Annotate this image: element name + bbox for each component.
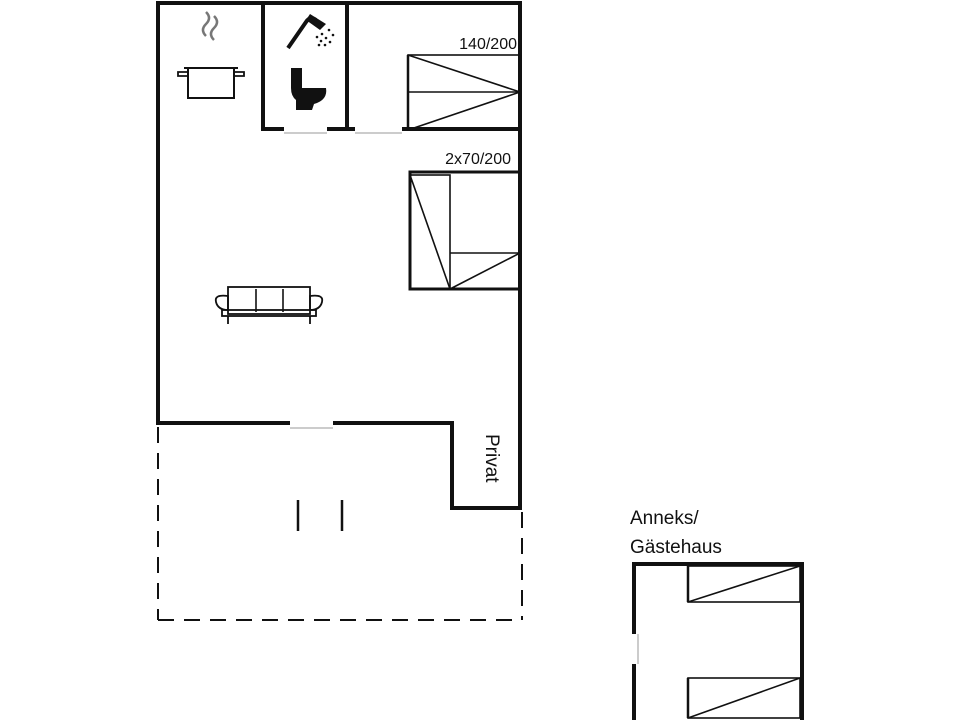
sofa-arm-left [214, 294, 229, 311]
cooking-pot-icon [177, 11, 245, 99]
pot-handle-left [177, 71, 188, 77]
twin-beds-outline [408, 170, 522, 291]
pot-body [187, 67, 235, 99]
annex: Anneks/ Gästehaus [630, 508, 804, 720]
twin-bed-single [409, 174, 451, 290]
annex-bed-top [686, 565, 801, 603]
bathroom [261, 1, 522, 134]
toilet-tank [291, 68, 302, 88]
double-bed: 140/200 [406, 36, 521, 131]
shower-head [306, 14, 326, 30]
twin-beds-size-label: 2x70/200 [445, 151, 511, 168]
sofa-seat [221, 309, 317, 317]
private-label: Privat [481, 434, 502, 483]
annex-bed-bottom-fold [687, 677, 801, 719]
sofa-arm-right [309, 294, 324, 311]
sofa-icon [214, 286, 324, 324]
shower-water [315, 28, 335, 47]
pot-handle-right [234, 71, 245, 77]
annex-label-line1: Anneks/ [630, 508, 699, 529]
twin-beds: 2x70/200 [408, 151, 522, 291]
terrace [157, 427, 523, 621]
double-bed-fold-top [407, 54, 521, 93]
steam-line-left [201, 11, 211, 37]
annex-label-line2: Gästehaus [630, 537, 722, 558]
twin-bed-single-fold [409, 174, 451, 290]
double-bed-size-label: 140/200 [459, 36, 517, 53]
shower-icon [286, 14, 335, 50]
main-house: Privat [156, 1, 523, 621]
double-bed-fold-bottom [407, 91, 521, 131]
annex-bed-top-fold [687, 565, 801, 603]
toilet-bowl [291, 88, 327, 110]
private-room: Privat [450, 421, 522, 510]
annex-bed-bottom [686, 677, 801, 719]
toilet-icon [291, 68, 327, 110]
twin-bed-second-fold [449, 252, 521, 290]
steam-line-right [209, 15, 219, 41]
